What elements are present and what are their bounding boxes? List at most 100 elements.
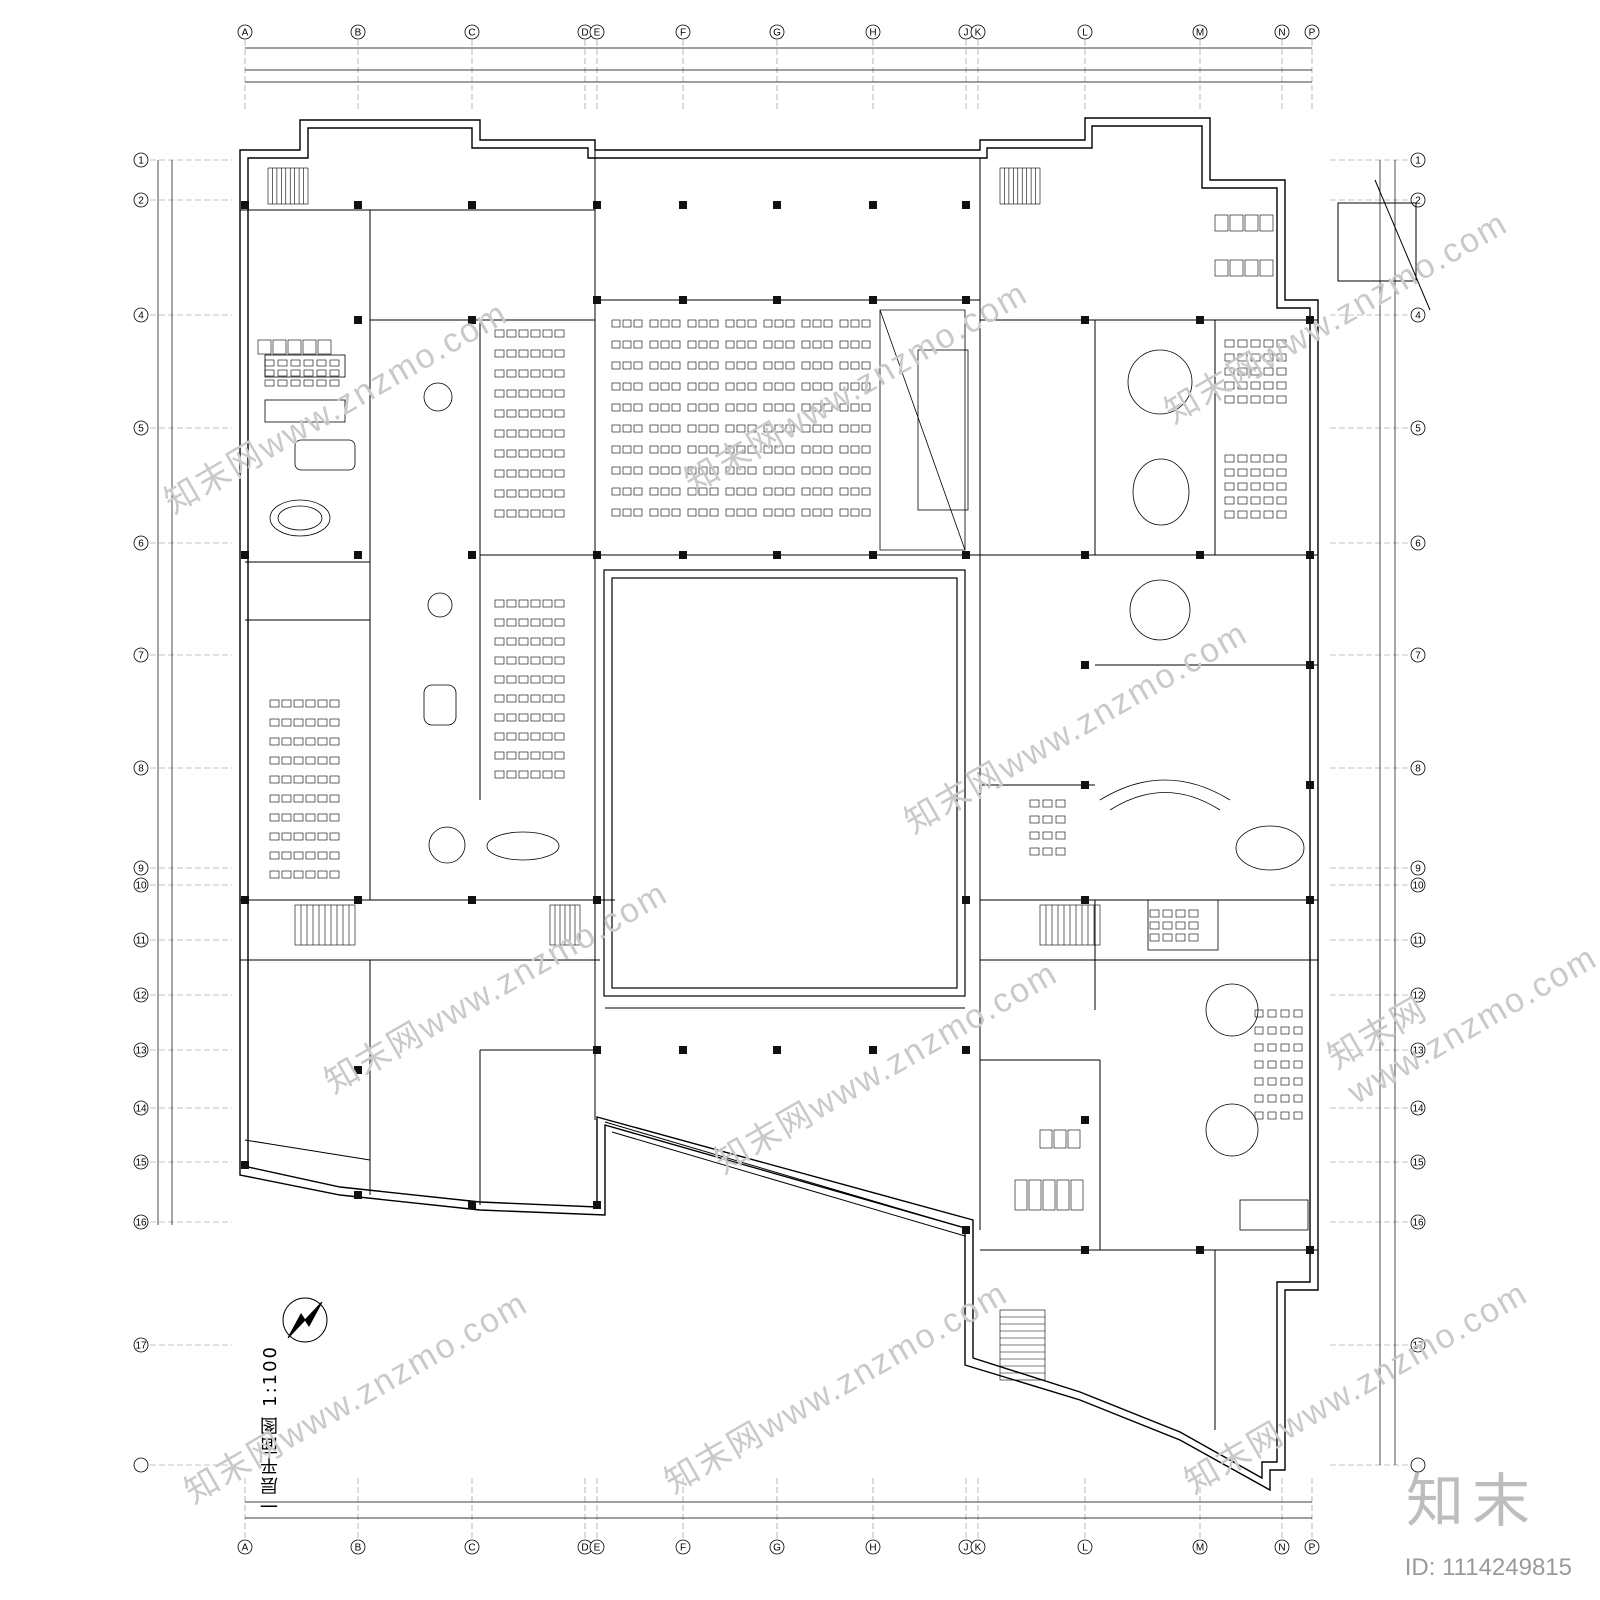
- seat: [736, 319, 746, 328]
- seat: [774, 382, 784, 391]
- seat: [281, 851, 292, 860]
- seat: [1188, 921, 1199, 930]
- column: [962, 201, 970, 209]
- seat: [1224, 496, 1235, 505]
- seat: [698, 445, 708, 454]
- seat: [801, 445, 811, 454]
- stair: [999, 167, 1041, 205]
- axis-label: L: [1082, 28, 1088, 39]
- column: [679, 296, 687, 304]
- seat: [1267, 1009, 1277, 1018]
- seat: [1224, 510, 1235, 519]
- seat: [293, 832, 304, 841]
- seat: [506, 770, 517, 779]
- axis-bubble: C: [464, 1539, 480, 1555]
- seat: [839, 340, 849, 349]
- seat: [747, 466, 757, 475]
- seat: [649, 382, 659, 391]
- seat: [554, 429, 565, 438]
- seat: [269, 718, 280, 727]
- seat: [1055, 847, 1066, 856]
- seat: [281, 794, 292, 803]
- seat: [1250, 496, 1261, 505]
- seat: [269, 756, 280, 765]
- seat: [812, 382, 822, 391]
- seat: [622, 424, 632, 433]
- seat: [1055, 831, 1066, 840]
- column: [593, 296, 601, 304]
- seat: [1276, 381, 1287, 390]
- seat: [671, 487, 681, 496]
- axis-label: 10: [135, 881, 147, 892]
- axis-bubble: 12: [133, 987, 149, 1003]
- seat: [305, 794, 316, 803]
- column: [593, 201, 601, 209]
- seat: [293, 756, 304, 765]
- seat: [687, 340, 697, 349]
- stall: [1229, 214, 1244, 232]
- seat: [1263, 381, 1274, 390]
- axis-label: 16: [135, 1218, 147, 1229]
- seat: [542, 694, 553, 703]
- axis-label: 4: [138, 311, 144, 322]
- seat: [530, 489, 541, 498]
- column: [241, 201, 249, 209]
- seat: [698, 403, 708, 412]
- seat: [542, 751, 553, 760]
- seat: [861, 361, 871, 370]
- seat: [747, 382, 757, 391]
- seat: [622, 466, 632, 475]
- axis-bubble: 17: [133, 1337, 149, 1353]
- seat: [316, 359, 327, 367]
- seat: [554, 656, 565, 665]
- seat: [554, 770, 565, 779]
- seat: [839, 508, 849, 517]
- seat: [530, 349, 541, 358]
- axis-label: 11: [136, 936, 147, 947]
- seat: [823, 445, 833, 454]
- seat: [785, 508, 795, 517]
- seat: [850, 382, 860, 391]
- seat: [1250, 468, 1261, 477]
- seat: [823, 466, 833, 475]
- axis-label: 10: [1412, 881, 1424, 892]
- axis-label: 15: [1412, 1158, 1424, 1169]
- seat: [518, 713, 529, 722]
- column: [241, 1161, 249, 1169]
- seat: [774, 487, 784, 496]
- seat: [530, 656, 541, 665]
- column: [773, 201, 781, 209]
- seat: [823, 382, 833, 391]
- auditorium-seating: [264, 319, 1303, 1120]
- seat: [1237, 496, 1248, 505]
- seat: [317, 832, 328, 841]
- seat: [329, 794, 340, 803]
- seat: [861, 508, 871, 517]
- seat: [554, 694, 565, 703]
- axis-bubble: L: [1077, 1539, 1093, 1555]
- seat: [823, 487, 833, 496]
- axis-label: P: [1309, 28, 1316, 39]
- axis-bubble: F: [675, 1539, 691, 1555]
- axis-bubble: K: [970, 24, 986, 40]
- seat: [542, 656, 553, 665]
- seat: [1224, 353, 1235, 362]
- axis-label: B: [355, 1543, 362, 1554]
- seat: [518, 675, 529, 684]
- seat: [1280, 1026, 1290, 1035]
- seat: [839, 319, 849, 328]
- axis-label: 15: [135, 1158, 147, 1169]
- axis-bubble: M: [1192, 1539, 1208, 1555]
- seat: [494, 618, 505, 627]
- seat: [554, 509, 565, 518]
- seat: [785, 361, 795, 370]
- axis-bubble: 9: [1410, 860, 1426, 876]
- seat: [774, 319, 784, 328]
- stall: [1214, 259, 1229, 277]
- seat: [1263, 367, 1274, 376]
- seat: [554, 409, 565, 418]
- seat: [687, 382, 697, 391]
- seat: [542, 369, 553, 378]
- axis-bubble: H: [865, 24, 881, 40]
- seat: [1293, 1060, 1303, 1069]
